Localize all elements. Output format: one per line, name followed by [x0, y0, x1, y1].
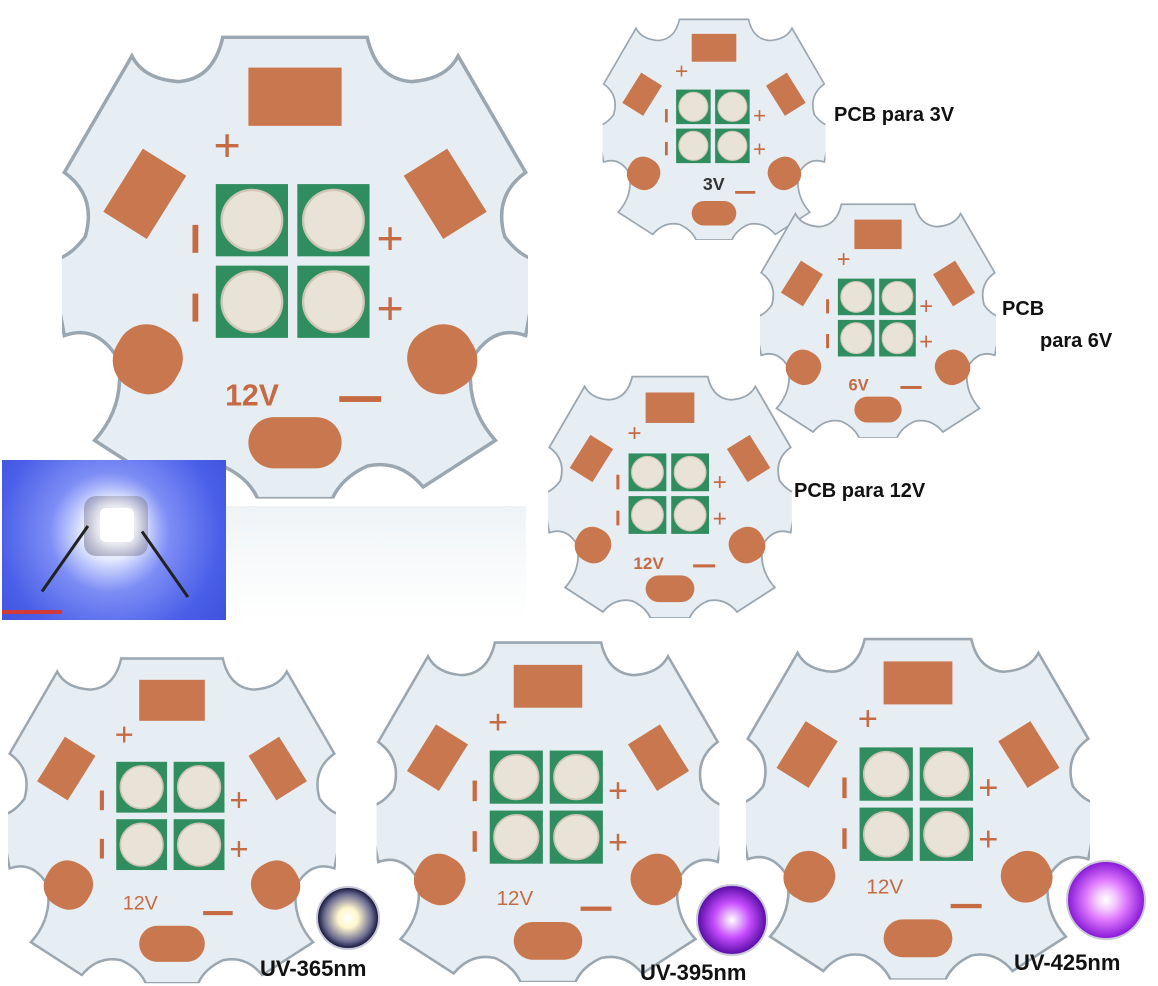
label-pcb-6v-line1: PCB [1002, 298, 1045, 320]
label-pcb-3v: PCB para 3V [834, 104, 955, 126]
board-voltage-label: 12V [123, 892, 159, 914]
board-voltage-label: 12V [633, 554, 664, 573]
photo-wire [2, 610, 62, 614]
label-uv365: UV-365nm [260, 956, 367, 981]
board-voltage-label: 12V [866, 876, 903, 899]
glow-uv365 [316, 886, 380, 950]
board-6v: 6V [760, 182, 996, 446]
glow-uv425 [1066, 860, 1146, 940]
board-large: 12V [62, 4, 528, 504]
photo-led-cluster [100, 508, 134, 542]
board-uv395: 12V [376, 622, 720, 982]
board-voltage-label: 12V [497, 887, 534, 910]
label-uv425: UV-425nm [1014, 950, 1121, 975]
label-uv395: UV-395nm [640, 960, 747, 985]
lit-led-photo [2, 460, 226, 620]
photo-probe-right [140, 530, 190, 598]
photo-probe-left [40, 525, 90, 593]
label-pcb-12v: PCB para 12V [794, 480, 926, 502]
board-voltage-label: 6V [849, 377, 869, 395]
board-uv365: 12V [8, 638, 336, 984]
board-uv425: 12V [746, 618, 1090, 980]
board-voltage-label: 12V [225, 379, 279, 412]
board-3v: 3V [600, 6, 828, 240]
label-pcb-6v-line2: para 6V [1040, 330, 1113, 352]
board-voltage-label: 3V [703, 174, 725, 194]
board-12v-small: 12V [548, 362, 792, 618]
board-reflection [226, 506, 526, 618]
glow-uv395 [696, 884, 768, 956]
